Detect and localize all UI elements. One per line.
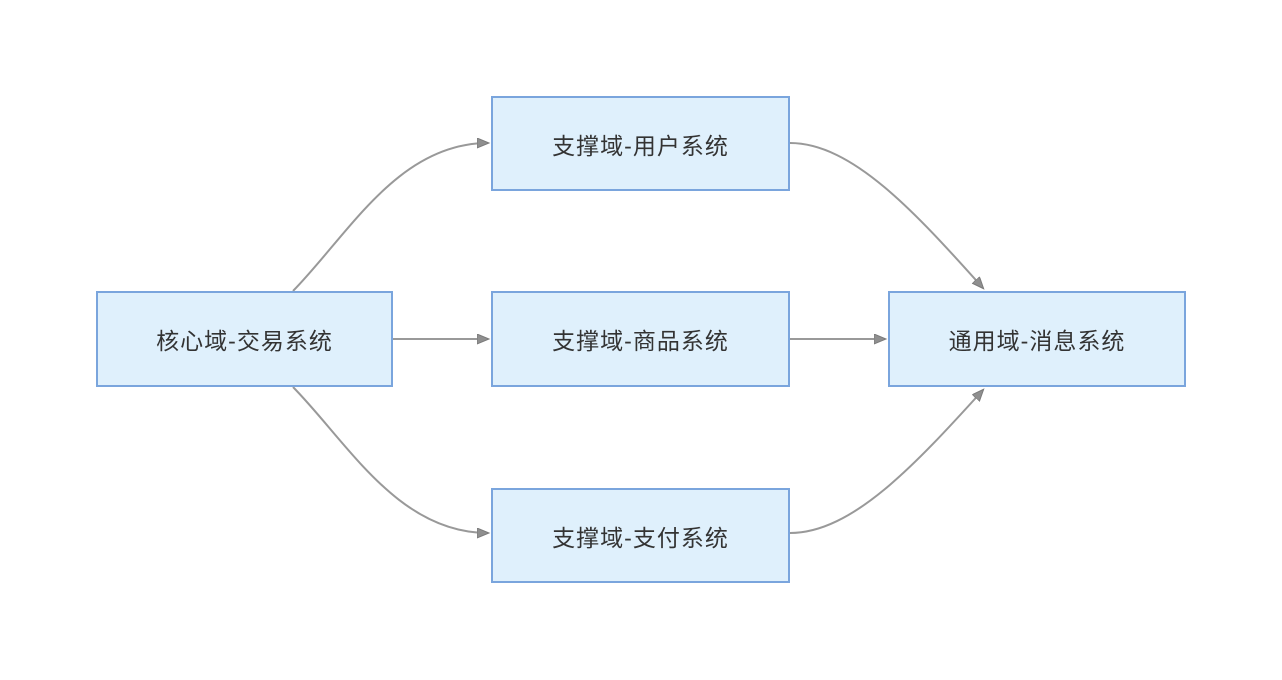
node-label-core-trade: 核心域-交易系统: [156, 328, 333, 354]
node-label-support-pay: 支撑域-支付系统: [552, 524, 729, 551]
node-label-common-msg: 通用域-消息系统: [948, 328, 1126, 354]
diagram-node-common-msg: 通用域-消息系统: [888, 291, 1186, 387]
diagram-node-support-goods: 支撑域-商品系统: [491, 291, 790, 387]
node-label-support-goods: 支撑域-商品系统: [552, 328, 729, 354]
diagram-node-core-trade: 核心域-交易系统: [96, 291, 393, 387]
edge-support-user-to-common-msg: [789, 142, 983, 288]
diagram-node-support-pay: 支撑域-支付系统: [491, 488, 790, 583]
diagram-node-support-user: 支撑域-用户系统: [491, 96, 790, 191]
edge-support-pay-to-common-msg: [789, 390, 983, 534]
edge-core-trade-to-support-pay: [292, 386, 488, 533]
node-label-support-user: 支撑域-用户系统: [552, 132, 729, 159]
edge-core-trade-to-support-user: [292, 143, 488, 292]
